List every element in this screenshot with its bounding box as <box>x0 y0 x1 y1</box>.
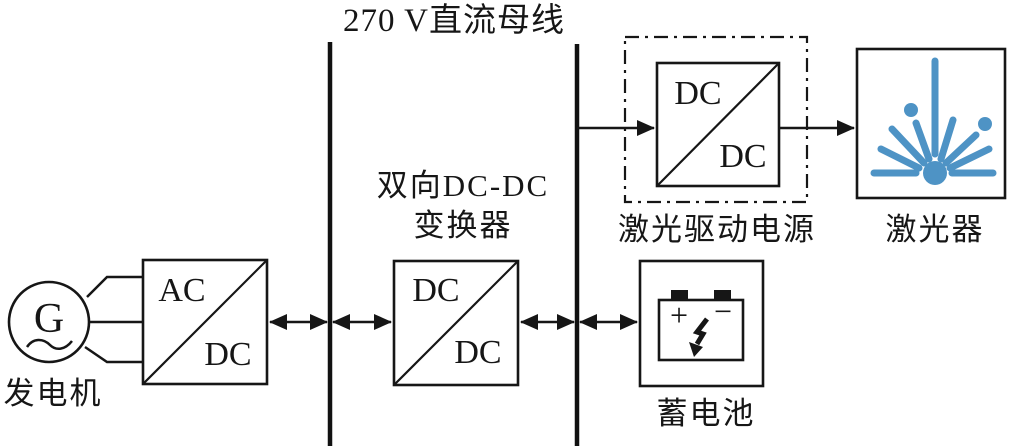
bidirectional-converter-label-line2: 变换器 <box>414 208 513 243</box>
plus-sign: + <box>670 297 688 333</box>
converter-diagonal <box>142 259 268 385</box>
lightning-arrow-icon <box>689 317 709 357</box>
laser-ray-left-mid <box>888 125 928 167</box>
bidirectional-dc-dc-converter: DC DC <box>392 259 520 387</box>
laser-label: 激光器 <box>886 212 985 247</box>
laser-driver-unit: DC DC <box>623 35 809 204</box>
ac-dc-converter: AC DC <box>141 258 269 386</box>
converter-diagonal <box>393 260 519 386</box>
ac-label: AC <box>158 272 205 309</box>
dc-bus-title: 270 V直流母线 <box>343 2 565 39</box>
laser-unit <box>855 47 1007 200</box>
generator-symbol: G <box>34 296 64 342</box>
battery-terminal-negative <box>714 290 731 301</box>
laser-center-dot <box>923 161 947 185</box>
minus-sign: − <box>714 293 732 329</box>
three-phase-wires <box>84 275 143 364</box>
laser-ray-upper-left <box>912 119 933 163</box>
laser-driver-label: 激光驱动电源 <box>618 212 816 247</box>
lightning-zigzag <box>692 317 709 346</box>
battery-label: 蓄电池 <box>657 396 756 431</box>
phase-wire-bottom <box>84 345 143 364</box>
generator-label: 发电机 <box>4 376 103 411</box>
laser-ray-left-low <box>877 145 923 172</box>
generator-icon: G <box>7 280 91 364</box>
laser-burst-dots <box>904 103 992 185</box>
battery-unit: + − <box>638 259 765 388</box>
laser-ray-right-mid <box>942 131 980 167</box>
converter-diagonal <box>656 62 780 187</box>
battery-icon: + − <box>657 290 745 362</box>
laser-burst-icon <box>870 57 997 177</box>
battery-body <box>657 298 745 362</box>
sine-wave-icon <box>25 338 73 350</box>
dc-in-label: DC <box>674 75 721 112</box>
dc-out-label: DC <box>454 334 501 371</box>
laser-spark-dot-right <box>978 117 992 131</box>
dc-out-label: DC <box>719 138 766 175</box>
dc-label: DC <box>204 336 251 373</box>
laser-ray-right-low <box>946 145 993 172</box>
dc-in-label: DC <box>412 272 459 309</box>
battery-terminal-positive <box>671 290 688 301</box>
laser-ray-upper-right <box>937 116 957 163</box>
phase-wire-top <box>86 275 143 298</box>
bidirectional-converter-label-line1: 双向DC-DC <box>377 168 549 203</box>
laser-spark-dot-left <box>904 103 918 117</box>
laser-driver-dashed-border <box>623 35 809 204</box>
lightning-arrowhead <box>689 342 703 357</box>
